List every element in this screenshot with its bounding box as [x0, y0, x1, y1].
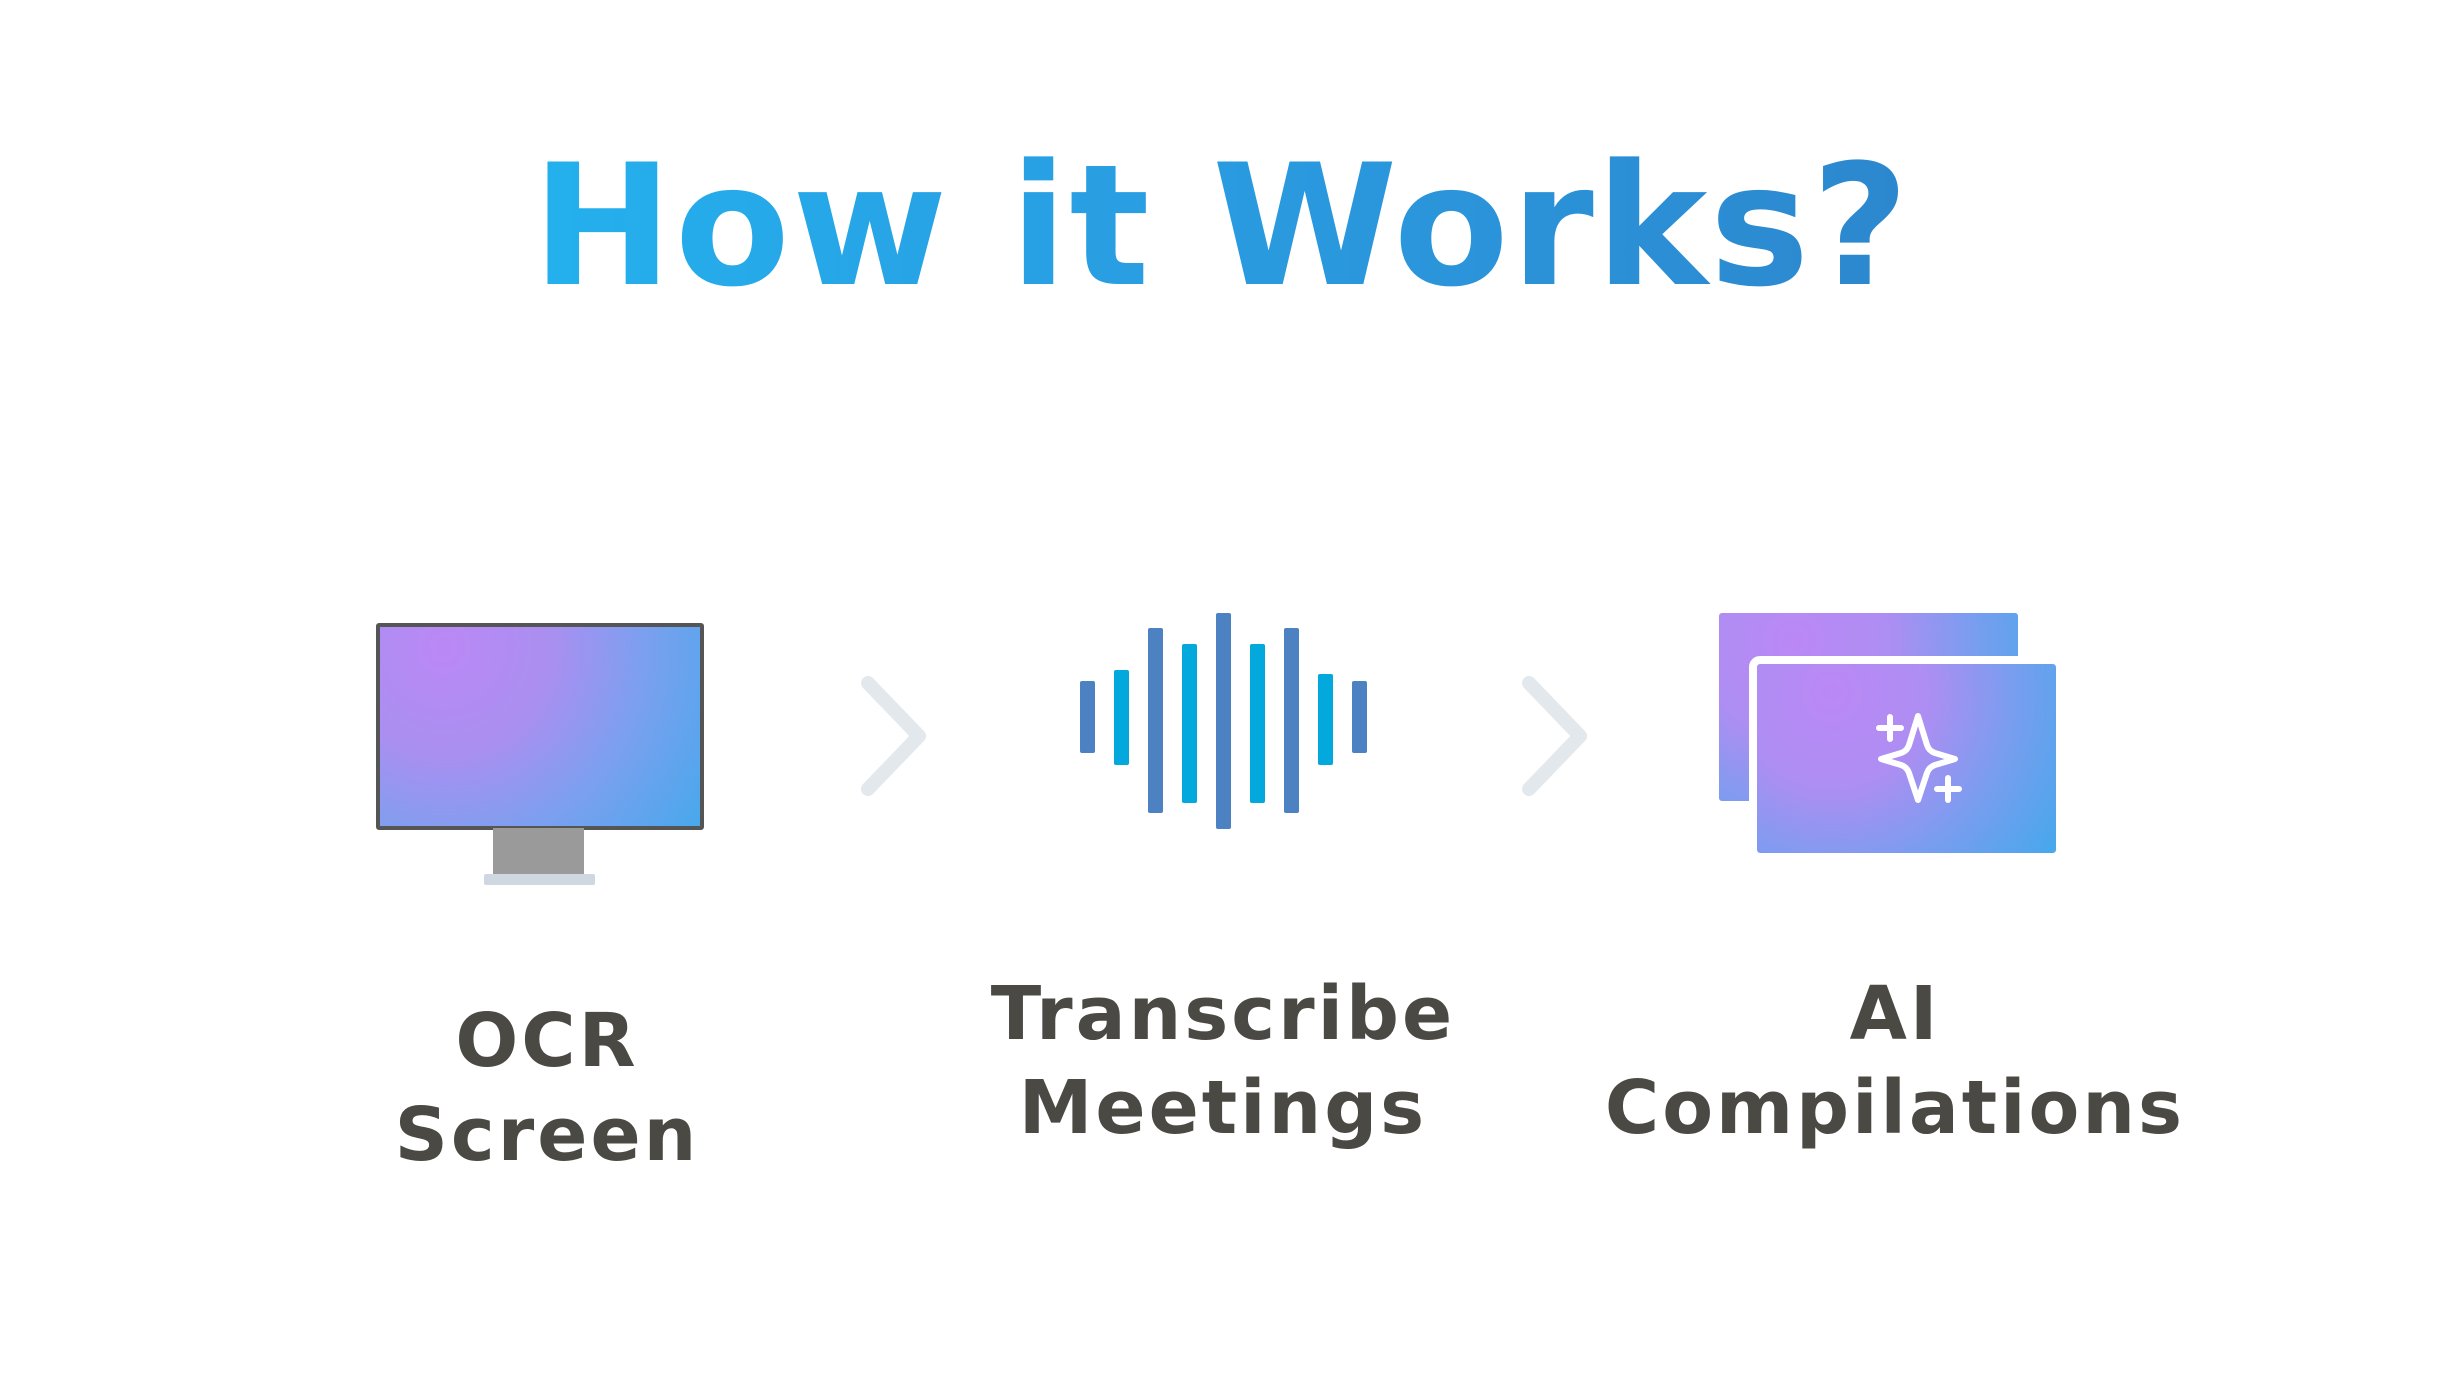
step-label: Transcribe Meetings	[923, 967, 1523, 1155]
step-label: AI Compilations	[1595, 967, 2195, 1155]
wave-bar	[1352, 681, 1367, 753]
monitor-screen	[376, 623, 704, 830]
step-label-line2: Compilations	[1604, 1065, 2186, 1151]
chevron-right-icon	[1522, 676, 1587, 796]
monitor-stand	[493, 828, 584, 874]
step-label-line1: AI	[1849, 971, 1941, 1057]
wave-bar	[1284, 628, 1299, 813]
wave-bar	[1182, 644, 1197, 803]
wave-bar	[1318, 674, 1333, 765]
wave-bar	[1250, 644, 1265, 803]
front-card	[1749, 656, 2064, 861]
wave-bar	[1216, 613, 1231, 829]
sparkle-icon	[1876, 713, 1962, 803]
monitor-base	[484, 874, 595, 885]
wave-bar	[1114, 670, 1129, 765]
wave-bar	[1080, 681, 1095, 753]
step-label-line1: Transcribe	[990, 971, 1456, 1057]
wave-bar	[1148, 628, 1163, 813]
step-label-line2: Meetings	[1018, 1065, 1428, 1151]
chevron-right-icon	[861, 676, 926, 796]
step-label: OCR Screen	[394, 998, 700, 1178]
page-title: How it Works?	[0, 128, 2443, 324]
